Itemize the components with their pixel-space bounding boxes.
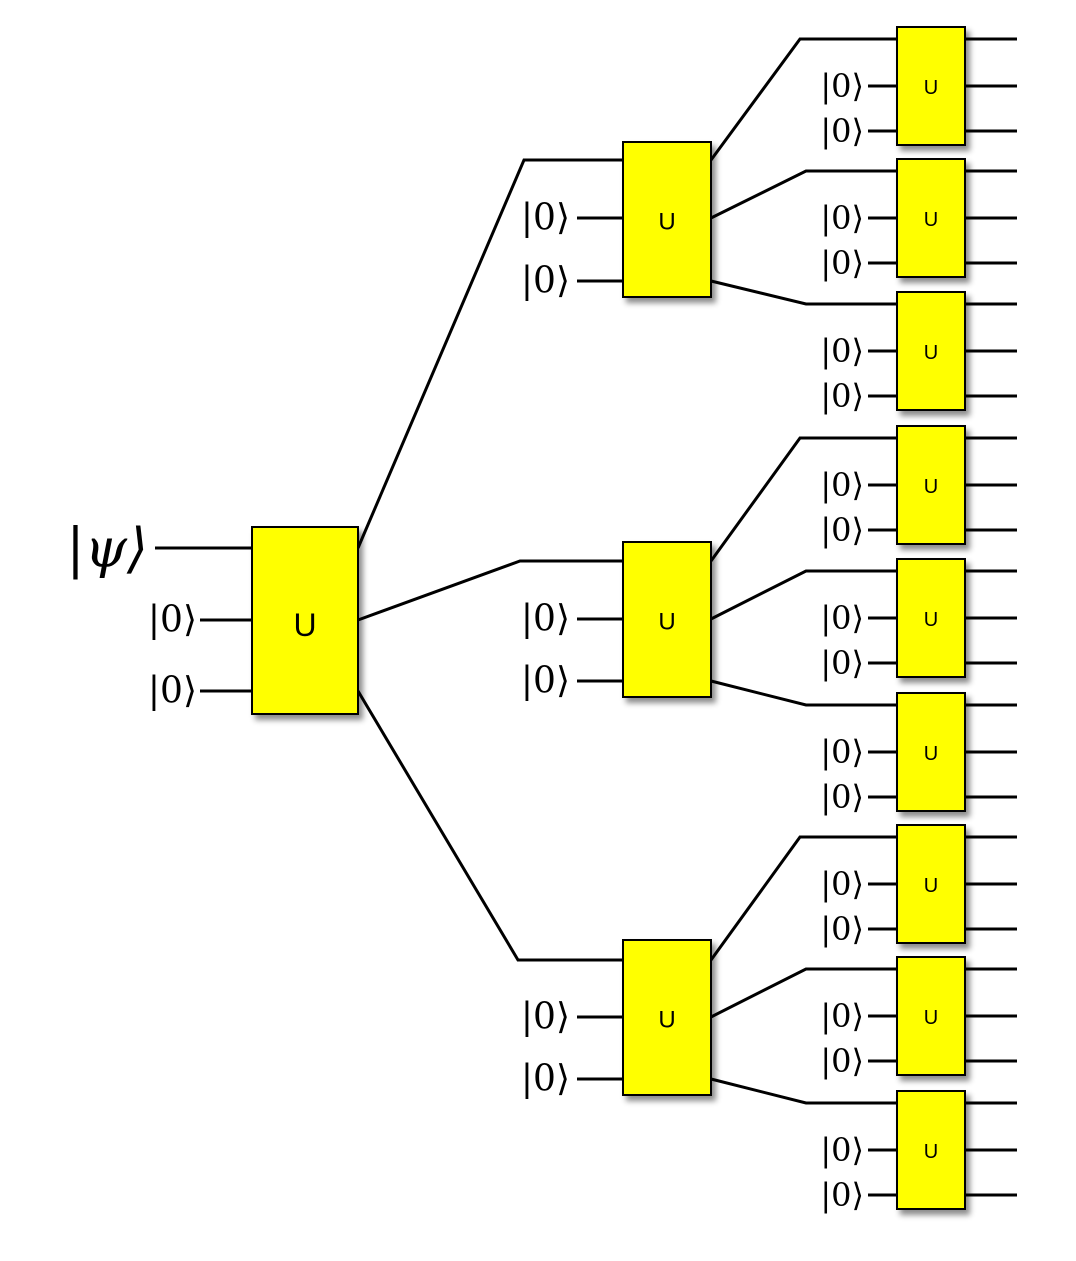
level2-gate-label: U (658, 609, 675, 636)
level3-ancilla-label: |0⟩ (820, 199, 864, 237)
level3-ancilla-label: |0⟩ (820, 332, 864, 370)
level3-gate-box (896, 158, 966, 278)
level2-ancilla-label: |0⟩ (521, 661, 570, 702)
level3-ancilla-label: |0⟩ (820, 1042, 864, 1080)
root-output-wire-middle (357, 559, 623, 622)
level2-output-wire (710, 569, 897, 621)
level3-gates: |0⟩|0⟩U|0⟩|0⟩U|0⟩|0⟩U|0⟩|0⟩U|0⟩|0⟩U|0⟩|0… (820, 26, 1017, 1214)
level3-ancilla-label: |0⟩ (820, 778, 864, 816)
level3-ancilla-label: |0⟩ (820, 733, 864, 771)
level3-gate-label: U (924, 743, 938, 765)
level3-gate-group: |0⟩ |0⟩ U (820, 824, 1017, 948)
level3-gate-label: U (924, 875, 938, 897)
level3-ancilla-label: |0⟩ (820, 1176, 864, 1214)
level3-ancilla-label: |0⟩ (820, 644, 864, 682)
level3-ancilla-label: |0⟩ (820, 865, 864, 903)
level3-gate-group: |0⟩ |0⟩ U (820, 956, 1017, 1080)
level2-output-wire (709, 436, 897, 562)
level3-gate-box (896, 1090, 966, 1210)
level2-output-wire (710, 679, 897, 707)
level3-ancilla-label: |0⟩ (820, 1131, 864, 1169)
level3-gate-group: |0⟩ |0⟩ U (820, 425, 1017, 549)
level3-gate-label: U (924, 209, 938, 231)
level3-gate-box (896, 26, 966, 146)
level3-ancilla-label: |0⟩ (820, 599, 864, 637)
level2-gate-label: U (658, 1007, 675, 1034)
level3-ancilla-label: |0⟩ (820, 112, 864, 150)
level3-ancilla-label: |0⟩ (820, 244, 864, 282)
level3-gate-group: |0⟩ |0⟩ U (820, 558, 1017, 682)
level3-gate-box (896, 558, 966, 678)
level2-gate-box (622, 541, 712, 698)
level3-ancilla-label: |0⟩ (820, 997, 864, 1035)
level3-gate-group: |0⟩ |0⟩ U (820, 26, 1017, 150)
root-gate-box (251, 526, 359, 715)
level3-ancilla-label: |0⟩ (820, 377, 864, 415)
level3-gate-group: |0⟩ |0⟩ U (820, 291, 1017, 415)
root-level: |ψ⟩ |0⟩ |0⟩ U (66, 158, 623, 962)
psi-input-label: |ψ⟩ (66, 517, 148, 580)
level2-gate-box (622, 141, 712, 298)
level2-gate-group-1: |0⟩ |0⟩ U (521, 37, 897, 306)
level2-gate-group-2: |0⟩ |0⟩ U (521, 436, 897, 707)
level2-ancilla-label: |0⟩ (521, 198, 570, 239)
level3-gate-box (896, 291, 966, 411)
level3-ancilla-label: |0⟩ (820, 910, 864, 948)
level2-output-wire (710, 1077, 897, 1105)
level3-gate-label: U (924, 1007, 938, 1029)
level3-gate-box (896, 956, 966, 1076)
level2-output-wire (710, 169, 897, 220)
level2-output-wire (710, 279, 897, 306)
level2-gate-box (622, 939, 712, 1096)
level2-output-wire (709, 835, 897, 961)
level3-ancilla-label: |0⟩ (820, 466, 864, 504)
level3-gate-box (896, 425, 966, 545)
level3-gate-box (896, 692, 966, 812)
level2-gate-label: U (658, 209, 675, 236)
root-output-wire-bottom (356, 690, 623, 962)
root-gate-label: U (293, 607, 316, 643)
level3-gate-label: U (924, 1141, 938, 1163)
root-ancilla-label-2: |0⟩ (148, 671, 197, 712)
level3-gate-label: U (924, 476, 938, 498)
level3-gate-box (896, 824, 966, 944)
level2-ancilla-label: |0⟩ (521, 261, 570, 302)
level2-gate-group-3: |0⟩ |0⟩ U (521, 835, 897, 1105)
level3-ancilla-label: |0⟩ (820, 67, 864, 105)
level2-output-wire (710, 967, 897, 1019)
level3-gate-label: U (924, 609, 938, 631)
level2-ancilla-label: |0⟩ (521, 997, 570, 1038)
level3-gate-label: U (924, 342, 938, 364)
level2-output-wire (709, 37, 897, 161)
root-ancilla-label-1: |0⟩ (148, 600, 197, 641)
level3-gate-group: |0⟩ |0⟩ U (820, 1090, 1017, 1214)
level3-ancilla-label: |0⟩ (820, 511, 864, 549)
root-gate: U (251, 526, 359, 715)
level3-gate-group: |0⟩ |0⟩ U (820, 692, 1017, 816)
level2-ancilla-label: |0⟩ (521, 1059, 570, 1100)
level3-gate-label: U (924, 77, 938, 99)
root-output-wire-top (356, 158, 623, 549)
level3-gate-group: |0⟩ |0⟩ U (820, 158, 1017, 282)
level2-ancilla-label: |0⟩ (521, 599, 570, 640)
